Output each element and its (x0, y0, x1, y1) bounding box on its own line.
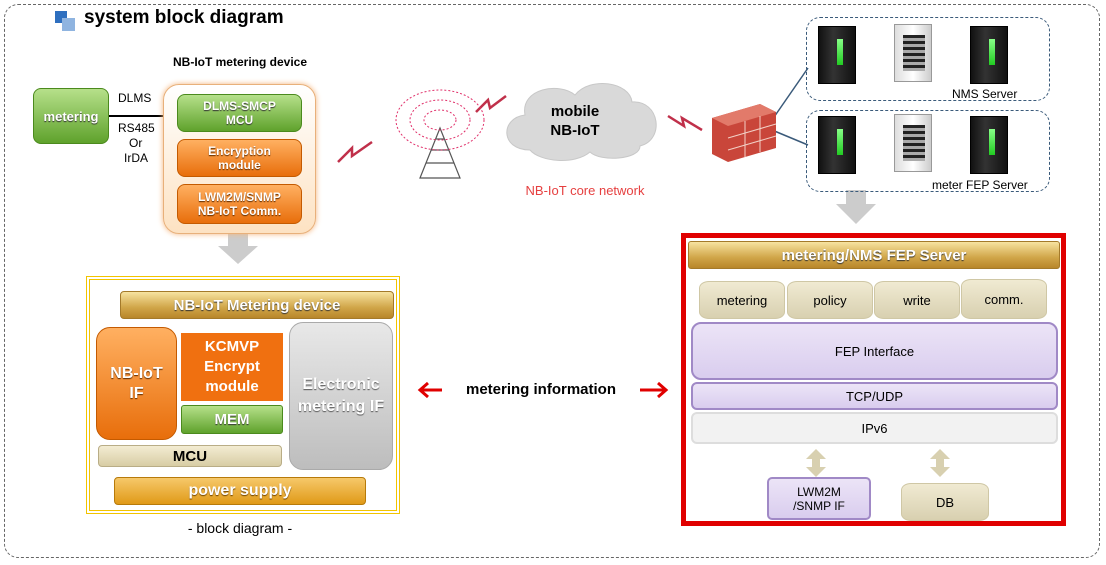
fep-server-label: meter FEP Server (932, 178, 1028, 192)
vertical-arrows (806, 449, 950, 477)
down-arrow-device (218, 232, 258, 264)
fep-interface-box: FEP Interface (691, 322, 1058, 380)
cylinder-comm: comm. (961, 279, 1047, 319)
power-supply-box: power supply (114, 477, 366, 505)
device-top-header: NB-IoT metering device (172, 55, 308, 69)
server-icon (818, 26, 856, 84)
server-icon (894, 24, 932, 82)
module-lwm2m-comm: LWM2M/SNMP NB-IoT Comm. (177, 184, 302, 224)
block-diagram-container (86, 276, 400, 514)
kcmvp-box: KCMVP Encrypt module (181, 333, 283, 401)
metering-information-label: metering information (465, 381, 616, 398)
mem-box: MEM (181, 405, 283, 434)
server-icon (818, 116, 856, 174)
nms-server-label: NMS Server (952, 87, 1018, 101)
metering-box: metering (33, 88, 109, 144)
tcp-udp-box: TCP/UDP (691, 382, 1058, 410)
db-cylinder: DB (901, 483, 989, 521)
block-diagram-caption: - block diagram - (187, 520, 293, 536)
module-dlms-mcu: DLMS-SMCP MCU (177, 94, 302, 132)
electronic-metering-if-box: Electronic metering IF (289, 322, 393, 470)
title-bullet-icon (55, 11, 75, 31)
module-encryption: Encryption module (177, 139, 302, 177)
lwm2m-snmp-if-box: LWM2M /SNMP IF (767, 477, 871, 520)
server-icon (894, 114, 932, 172)
label-rs485: RS485 (118, 121, 155, 135)
cloud-shape (506, 82, 657, 161)
down-arrow-fep (836, 190, 876, 224)
label-dlms: DLMS (118, 91, 152, 105)
cylinder-write: write (874, 281, 960, 319)
block-header: NB-IoT Metering device (120, 291, 394, 319)
cloud-line1: mobile (550, 103, 600, 120)
nbiot-if-box: NB-IoT IF (96, 327, 177, 440)
label-or: Or (129, 136, 143, 150)
diagram-frame (4, 4, 1100, 558)
fep-server-group (806, 110, 1050, 192)
cylinder-metering: metering (699, 281, 785, 319)
server-icon (970, 116, 1008, 174)
label-irda: IrDA (124, 151, 148, 165)
cylinder-policy: policy (787, 281, 873, 319)
mcu-box: MCU (98, 445, 282, 467)
fep-header: metering/NMS FEP Server (688, 241, 1060, 269)
server-icon (970, 26, 1008, 84)
ipv6-box: IPv6 (691, 412, 1058, 444)
page-title: system block diagram (84, 7, 284, 28)
cloud-line2: NB-IoT (550, 122, 600, 139)
cloud-caption: NB-IoT core network (525, 183, 645, 198)
nms-server-group (806, 17, 1050, 101)
